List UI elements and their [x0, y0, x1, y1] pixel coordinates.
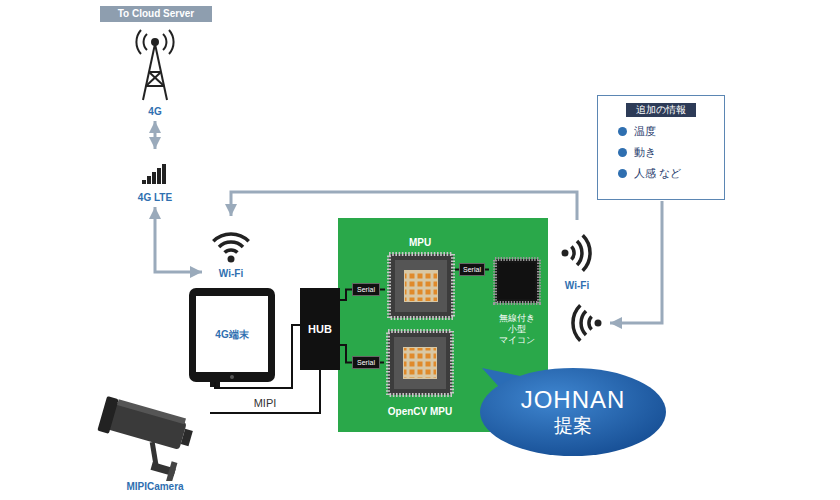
link-arrow	[155, 207, 202, 272]
wifi-node: Wi-Fi	[205, 218, 257, 280]
opencv-node: OpenCV MPU	[384, 327, 456, 421]
lte-label: 4G LTE	[136, 192, 174, 204]
cable-line	[340, 290, 352, 301]
camera-icon	[89, 396, 196, 486]
chip-label: MPU	[409, 236, 431, 250]
info-item: 動き	[598, 146, 724, 159]
info-arrow	[610, 201, 662, 323]
cloud-server-tag: To Cloud Server	[100, 6, 212, 22]
signal-bars-icon	[142, 164, 166, 184]
bubble-subtitle: 提案	[554, 414, 592, 438]
info-item: 温度	[598, 125, 724, 138]
cable-line	[340, 345, 352, 363]
info-heading: 追加の情報	[626, 103, 696, 117]
link-arrow	[231, 192, 577, 220]
proposal-bubble: JOHNAN提案	[478, 366, 668, 458]
hub-label: HUB	[308, 323, 332, 335]
mpu-node: MPU	[385, 236, 455, 322]
cable-line	[215, 325, 300, 388]
info-item: 人感 など	[598, 167, 724, 180]
wifi-node: Wi-Fi	[552, 222, 602, 292]
tower-label: 4G	[146, 106, 163, 118]
serial-box: Serial	[352, 356, 380, 369]
hub-box: HUB	[300, 288, 340, 370]
wifi-icon	[573, 305, 602, 340]
cell-tower-icon	[136, 30, 173, 100]
tablet-node: 4G端末	[189, 288, 275, 382]
camera-label: MIPICamera	[124, 481, 185, 493]
cable-line	[210, 370, 320, 413]
serial-box: Serial	[459, 263, 485, 276]
device-label: 4G端末	[215, 328, 248, 342]
cell-tower: 4G	[125, 28, 185, 118]
mpu-chip	[388, 331, 452, 395]
mcu-node: 無線付き 小型 マイコン	[489, 256, 545, 348]
server-label: To Cloud Server	[118, 7, 195, 21]
wifi-label: Wi-Fi	[217, 268, 245, 280]
cable-line	[485, 269, 489, 271]
wifi-icon	[562, 235, 591, 270]
serial-box: Serial	[352, 283, 380, 296]
bubble-title: JOHNAN	[521, 386, 626, 414]
tablet-device	[189, 288, 275, 387]
serial-label: Serial	[463, 265, 481, 274]
chip-label: OpenCV MPU	[388, 405, 452, 419]
serial-label: Serial	[357, 285, 375, 294]
lte-signal: 4G LTE	[125, 152, 185, 204]
wifi-label: Wi-Fi	[563, 280, 591, 292]
cable-line	[380, 289, 385, 291]
camera-node: MIPICamera	[100, 395, 210, 493]
info-box: 追加の情報温度動き人感 など	[597, 95, 725, 200]
link-arrow	[154, 121, 157, 149]
serial-label: Serial	[357, 358, 375, 367]
chip-label: 無線付き 小型 マイコン	[497, 313, 537, 346]
mcu-chip	[495, 259, 539, 303]
signal-label: MIPI	[251, 397, 280, 410]
wifi-icon	[213, 234, 248, 263]
cable-line	[380, 362, 384, 364]
mpu-chip	[389, 254, 453, 318]
